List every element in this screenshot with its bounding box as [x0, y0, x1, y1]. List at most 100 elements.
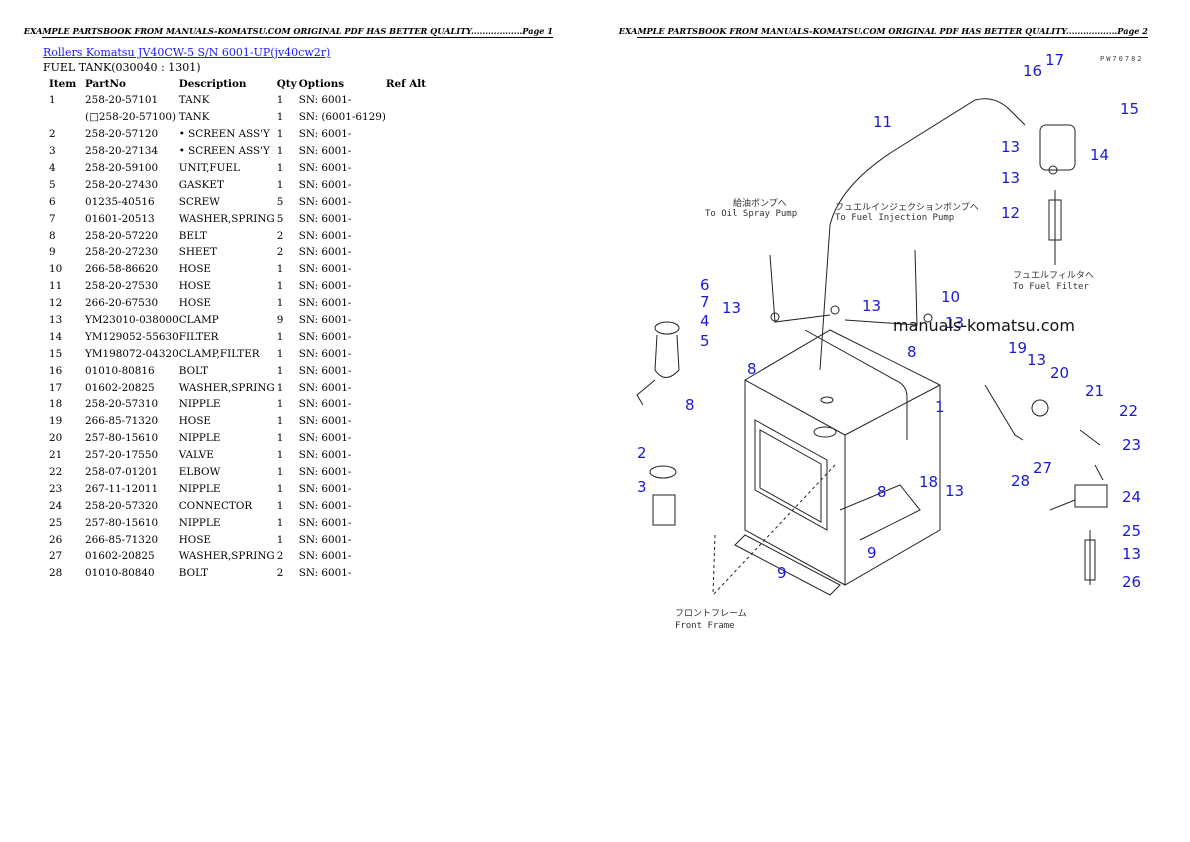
table-header-row: Item PartNo Description Qty Options Ref … [43, 76, 446, 92]
item-cell: 1 [49, 94, 56, 107]
description-cell: SHEET [178, 246, 218, 259]
ref-alt-cell [386, 531, 446, 548]
options-cell: SN: 6001- [298, 482, 352, 495]
callout-8b: 8 [907, 343, 917, 361]
ref-alt-cell [386, 480, 446, 497]
callout-13a: 13 [722, 299, 741, 317]
connector-block [1074, 484, 1108, 508]
ref-alt-cell [386, 497, 446, 514]
col-qty: Qty [276, 78, 297, 90]
callout-9b: 9 [777, 564, 787, 582]
partno-cell: (□258-20-57100) [85, 111, 177, 124]
callout-9a: 9 [867, 544, 877, 562]
qty-cell: 1 [276, 297, 284, 310]
partno-cell: 01235-40516 [85, 195, 155, 208]
callout-23: 23 [1122, 436, 1141, 454]
description-cell: HOSE [178, 280, 212, 293]
description-cell: TANK [178, 94, 210, 107]
qty-cell: 1 [276, 162, 284, 174]
partno-cell: YM23010-038000 [85, 314, 179, 327]
description-cell: SCREW [178, 195, 220, 208]
qty-cell: 1 [276, 128, 284, 141]
callout-12: 12 [1001, 204, 1020, 222]
section-title: FUEL TANK(030040 : 1301) [43, 61, 201, 74]
description-cell: BOLT [178, 567, 209, 580]
partno-cell: 258-20-57101 [85, 94, 159, 107]
options-cell: SN: 6001- [298, 364, 352, 377]
qty-cell: 1 [276, 482, 284, 495]
filter-label-jp: フュエルフィルタへ [1013, 270, 1094, 281]
options-cell: SN: 6001- [298, 516, 352, 529]
parts-table: Item PartNo Description Qty Options Ref … [43, 76, 446, 582]
ref-alt-cell [386, 92, 446, 109]
item-cell: 2 [49, 128, 56, 141]
partno-cell: 257-80-15610 [85, 516, 159, 529]
options-cell: SN: 6001- [298, 499, 352, 512]
header-rule [637, 37, 1148, 38]
callout-16: 16 [1023, 62, 1042, 80]
ref-alt-cell [386, 295, 446, 312]
options-cell: SN: 6001- [298, 145, 352, 158]
ref-alt-cell [386, 193, 446, 210]
partno-cell: 258-20-27530 [85, 280, 159, 293]
qty-cell: 2 [276, 246, 284, 259]
options-cell: SN: 6001- [298, 466, 352, 479]
qty-cell: 1 [276, 330, 284, 343]
item-cell: 15 [49, 347, 63, 360]
callout-10: 10 [941, 288, 960, 306]
partno-cell: YM129052-55630 [85, 330, 179, 343]
col-ref-alt: Ref Alt [385, 78, 427, 90]
ref-alt-cell [386, 312, 446, 329]
partno-cell: 258-20-57220 [85, 229, 159, 242]
qty-cell: 1 [276, 415, 284, 428]
options-cell: SN: 6001- [298, 195, 352, 208]
qty-cell: 2 [276, 567, 284, 580]
item-cell: 21 [49, 449, 63, 462]
model-link[interactable]: Rollers Komatsu JV40CW-5 S/N 6001-UP(jv4… [43, 46, 331, 59]
callout-7: 7 [700, 293, 710, 311]
options-cell: SN: 6001- [298, 297, 352, 310]
ref-alt-cell [386, 278, 446, 295]
inj-pump-label-en: To Fuel Injection Pump [835, 213, 954, 223]
item-cell: 6 [49, 195, 56, 208]
description-cell: BOLT [178, 364, 209, 377]
options-cell: SN: 6001- [298, 314, 352, 327]
oil-pump-label-jp: 給油ポンプへ [733, 197, 787, 209]
options-cell: SN: 6001- [298, 533, 352, 546]
item-cell: 27 [49, 550, 63, 563]
callout-5: 5 [700, 332, 710, 350]
ref-alt-cell [386, 447, 446, 464]
partno-cell: 258-20-27230 [85, 246, 159, 259]
options-cell: SN: 6001- [298, 550, 352, 563]
options-cell: SN: 6001- [298, 567, 352, 580]
callout-13g: 13 [945, 482, 964, 500]
hose-10 [844, 249, 918, 326]
description-cell: HOSE [178, 297, 212, 310]
qty-cell: 5 [276, 195, 284, 208]
qty-cell: 1 [276, 280, 284, 293]
options-cell: SN: 6001- [298, 263, 352, 276]
qty-cell: 1 [276, 516, 284, 529]
item-cell: 20 [49, 432, 63, 445]
qty-cell: 1 [276, 178, 284, 191]
item-cell: 4 [49, 162, 56, 174]
ref-alt-cell [386, 210, 446, 227]
ref-alt-cell [386, 379, 446, 396]
ref-alt-cell [386, 176, 446, 193]
description-cell: • SCREEN ASS'Y [178, 128, 270, 141]
ref-alt-cell [386, 345, 446, 362]
callout-28: 28 [1011, 472, 1030, 490]
partno-cell: 257-80-15610 [85, 432, 159, 445]
qty-cell: 1 [276, 466, 284, 479]
options-cell: SN: 6001- [298, 178, 352, 191]
callout-13e: 13 [1001, 169, 1020, 187]
